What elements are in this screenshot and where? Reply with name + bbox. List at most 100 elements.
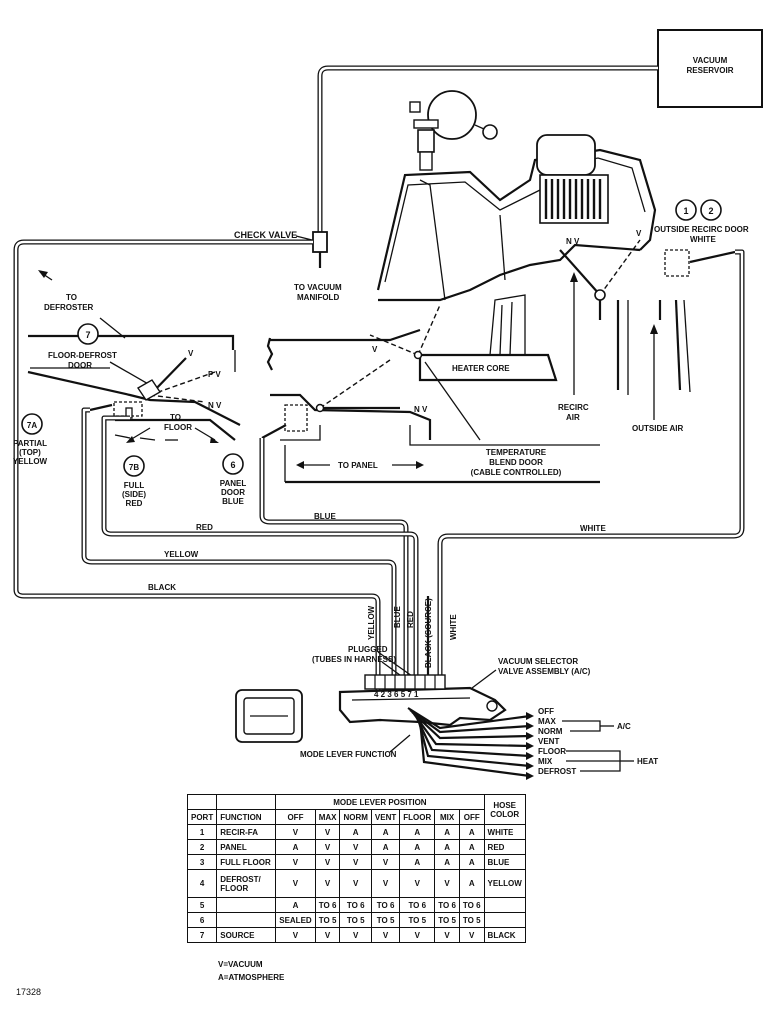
temperature-blend-label: (CABLE CONTROLLED) [471, 468, 562, 477]
vacuum-reservoir-label: VACUUM [693, 56, 728, 65]
red-hose [101, 415, 419, 690]
svg-text:7: 7 [85, 330, 90, 340]
outside-air-label: OUTSIDE AIR [632, 424, 683, 433]
svg-text:7A: 7A [27, 421, 37, 430]
panel-door-label: PANEL [220, 479, 247, 488]
to-panel-label: TO PANEL [338, 461, 378, 470]
floor-defrost-door-marker [77, 323, 99, 345]
mode-vent-label: VENT [538, 737, 559, 746]
svg-text:1: 1 [683, 206, 688, 216]
to-floor-label: TO [170, 413, 181, 422]
table-header-cell: NORM [339, 809, 372, 825]
svg-text:V: V [372, 345, 378, 354]
vacuum-manifold-label: MANIFOLD [297, 293, 339, 302]
svg-text:V: V [188, 349, 194, 358]
blue-hose-label: BLUE [314, 512, 336, 521]
full-actuator-marker [123, 455, 145, 477]
floor-defrost-door [137, 357, 216, 403]
temperature-blend-door [369, 304, 481, 441]
table-title: MODE LEVER POSITION [275, 794, 485, 810]
selector-valve-label: VALVE ASSEMBLY (A/C) [498, 667, 591, 676]
to-defroster-label: TO [66, 293, 77, 302]
selector-valve-label: VACUUM SELECTOR [498, 657, 578, 666]
legend-vacuum: V=VACUUM [218, 960, 263, 969]
vacuum-selector-valve [235, 674, 507, 743]
panel-door [261, 359, 400, 439]
black-source-hose [13, 239, 381, 690]
recirc-air-label: AIR [566, 413, 580, 422]
table-header-cell: OFF [458, 809, 485, 825]
white-hose [437, 249, 745, 690]
legend-atmosphere: A=ATMOSPHERE [218, 973, 285, 982]
check-valve [312, 231, 328, 268]
ac-bracket [562, 720, 614, 732]
outside-recirc-label: WHITE [690, 235, 716, 244]
heater-core-label: HEATER CORE [452, 364, 510, 373]
check-valve-label: CHECK VALVE [234, 230, 297, 240]
svg-text:N V: N V [414, 405, 428, 414]
table-header-cell: MIX [434, 809, 460, 825]
partial-label: (TOP) [19, 448, 41, 457]
yellow-hose [81, 407, 397, 690]
partial-actuator-marker [21, 413, 43, 435]
floor-airflow-arrows [126, 427, 219, 443]
mode-mix-label: MIX [538, 757, 553, 766]
panel-door-label: BLUE [222, 497, 244, 506]
recirc-door [559, 239, 736, 395]
vacuum-reservoir-label: RESERVOIR [687, 66, 734, 75]
full-label: FULL [124, 481, 145, 490]
table-header-cell: PORT [186, 809, 218, 825]
to-defroster-label: DEFROSTER [44, 303, 94, 312]
svg-text:V: V [636, 229, 642, 238]
table-header-cell: VENT [370, 809, 401, 825]
mode-lever-arrowheads [526, 712, 534, 780]
panel-duct [266, 328, 600, 484]
outside-recirc-marker-2 [700, 199, 722, 221]
red-hose-label: RED [196, 523, 213, 532]
floor-defrost-actuators [89, 401, 143, 419]
table-header-cell: FUNCTION [216, 809, 277, 825]
partial-label: YELLOW [13, 457, 48, 466]
partial-label: PARTIAL [13, 439, 47, 448]
svg-text:N V: N V [566, 237, 580, 246]
heat-bracket [566, 750, 634, 772]
white-port-label: WHITE [449, 614, 458, 640]
table-header-cell: OFF [275, 809, 316, 825]
table-header-cell: MAX [314, 809, 341, 825]
panel-airflow-arrow [296, 461, 424, 469]
mode-floor-label: FLOOR [538, 747, 566, 756]
mode-off-label: OFF [538, 707, 554, 716]
mode-defrost-label: DEFROST [538, 767, 576, 776]
floor-defrost-door-label: DOOR [68, 361, 92, 370]
temperature-blend-label: BLEND DOOR [489, 458, 543, 467]
white-hose-label: WHITE [580, 524, 606, 533]
table-header-row: PORT FUNCTION OFF MAX NORM VENT FLOOR MI… [186, 809, 526, 825]
svg-text:P V: P V [208, 370, 221, 379]
yellow-port-label: YELLOW [367, 605, 376, 640]
outside-recirc-label: OUTSIDE RECIRC DOOR [654, 225, 749, 234]
table-header-cell: FLOOR [399, 809, 436, 825]
ac-label: A/C [617, 722, 631, 731]
heater-core [418, 294, 558, 382]
to-floor-label: FLOOR [164, 423, 192, 432]
svg-text:N V: N V [208, 401, 222, 410]
svg-text:2: 2 [708, 206, 713, 216]
full-label: (SIDE) [122, 490, 146, 499]
recirc-air-arrow [570, 272, 578, 395]
heater-housing [376, 134, 657, 302]
panel-door-label: DOOR [221, 488, 245, 497]
reservoir-hose [317, 65, 658, 232]
svg-text:6: 6 [230, 460, 235, 470]
plugged-label: PLUGGED [348, 645, 388, 654]
mode-lever-function-label: MODE LEVER FUNCTION [300, 750, 397, 759]
